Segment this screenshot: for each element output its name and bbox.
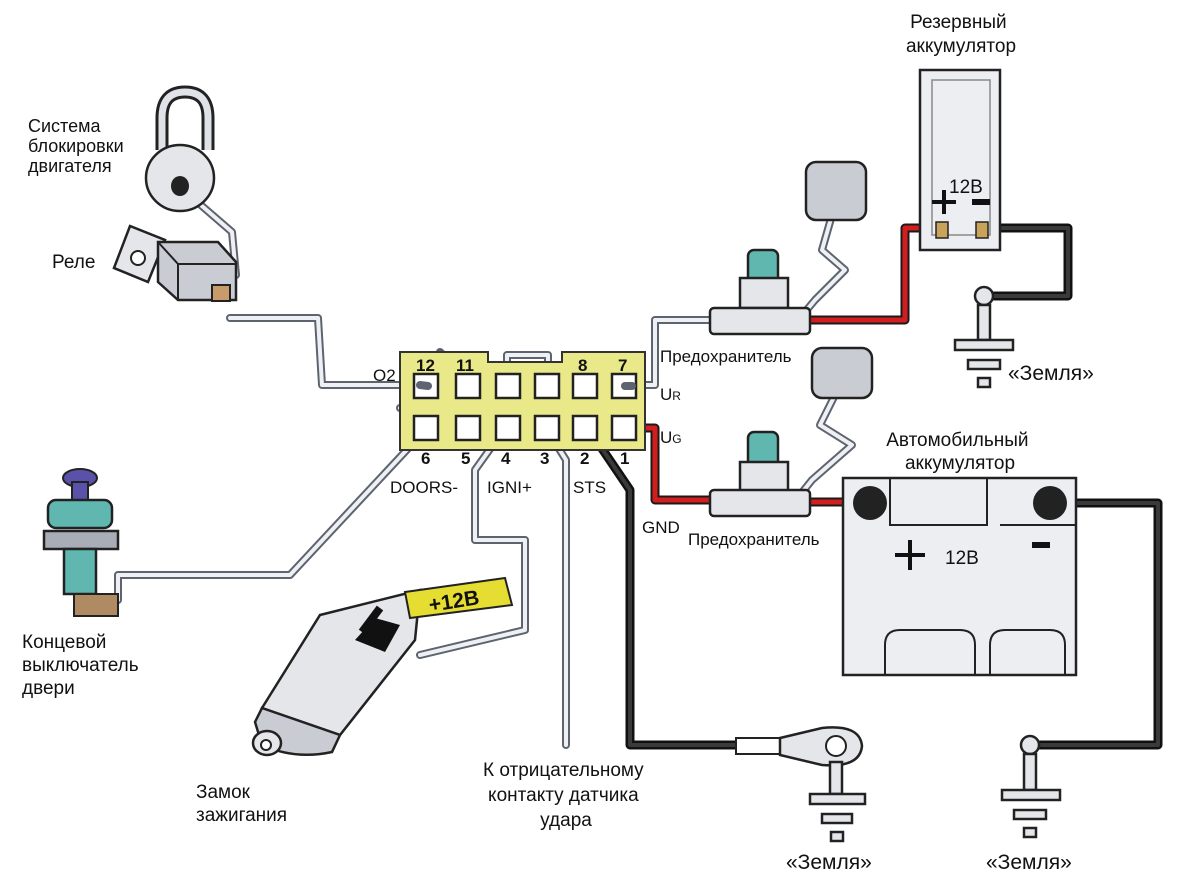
signal-igni: IGNI+ <box>487 478 532 497</box>
car-battery-icon: 12В <box>841 476 1078 677</box>
connector-bottom-row <box>412 414 638 442</box>
pin-socket-11 <box>454 372 482 400</box>
signal-sts: STS <box>573 478 606 497</box>
pin-number-7: 7 <box>618 356 627 375</box>
door-switch-label: Концевой выключатель двери <box>22 632 144 699</box>
engine-lock-icon <box>144 85 216 213</box>
pin-socket-8 <box>571 372 599 400</box>
pin-number-12: 12 <box>416 356 435 375</box>
pin-socket-6 <box>412 414 440 442</box>
pin-socket-10 <box>494 372 522 400</box>
ground-symbol-top <box>953 285 1015 389</box>
fuse-top-label: Предохранитель <box>660 347 792 366</box>
ground-symbol-mid <box>808 760 867 843</box>
relay-icon <box>112 224 238 302</box>
pin-socket-2 <box>571 414 599 442</box>
main-connector: 12 11 8 7 6 5 4 3 2 1 <box>399 351 646 468</box>
pin-socket-3 <box>533 414 561 442</box>
signal-ur: UR <box>660 385 681 404</box>
ground-wires <box>583 223 1163 750</box>
connector-top-row <box>412 372 638 400</box>
car-battery-voltage: 12В <box>945 548 979 569</box>
pin-socket-4 <box>494 414 522 442</box>
fuse-top-icon <box>708 160 868 336</box>
engine-lock-label: Система блокировки двигателя <box>28 116 129 176</box>
signal-gnd: GND <box>642 518 680 537</box>
pin-number-8: 8 <box>578 356 587 375</box>
ground-label-right: «Земля» <box>986 851 1072 874</box>
pin-number-11: 11 <box>456 356 474 375</box>
signal-ug: UG <box>660 428 682 447</box>
fuse-bottom-icon <box>708 346 874 518</box>
pin-number-6: 6 <box>421 449 430 468</box>
pin-number-5: 5 <box>461 449 470 468</box>
reserve-battery-voltage: 12В <box>949 177 983 198</box>
ignition-label: Замок зажигания <box>196 782 287 826</box>
relay-label: Реле <box>52 252 95 273</box>
pin-number-4: 4 <box>501 449 511 468</box>
ground-label-mid: «Земля» <box>786 851 872 874</box>
ground-symbol-right <box>1000 734 1062 839</box>
pin-socket-1 <box>610 414 638 442</box>
pin-number-1: 1 <box>620 449 629 468</box>
fuse-bottom-label: Предохранитель <box>688 530 820 549</box>
pin-number-3: 3 <box>540 449 549 468</box>
pin-socket-5 <box>454 414 482 442</box>
shock-sensor-label: К отрицательному контакту датчика удара <box>483 760 649 831</box>
ignition-icon: +12В <box>251 576 514 757</box>
signal-doors: DOORS- <box>390 478 458 497</box>
pin-socket-9 <box>533 372 561 400</box>
ground-label-top: «Земля» <box>1008 362 1094 385</box>
door-switch-icon <box>42 468 120 617</box>
ring-terminal-icon <box>735 726 864 767</box>
reserve-battery-icon: 12В <box>918 68 1002 252</box>
car-battery-label: Автомобильный аккумулятор <box>886 430 1034 474</box>
signal-o2: O2 <box>373 366 396 385</box>
pin-number-2: 2 <box>580 449 589 468</box>
reserve-battery-label: Резервный аккумулятор <box>906 12 1016 57</box>
